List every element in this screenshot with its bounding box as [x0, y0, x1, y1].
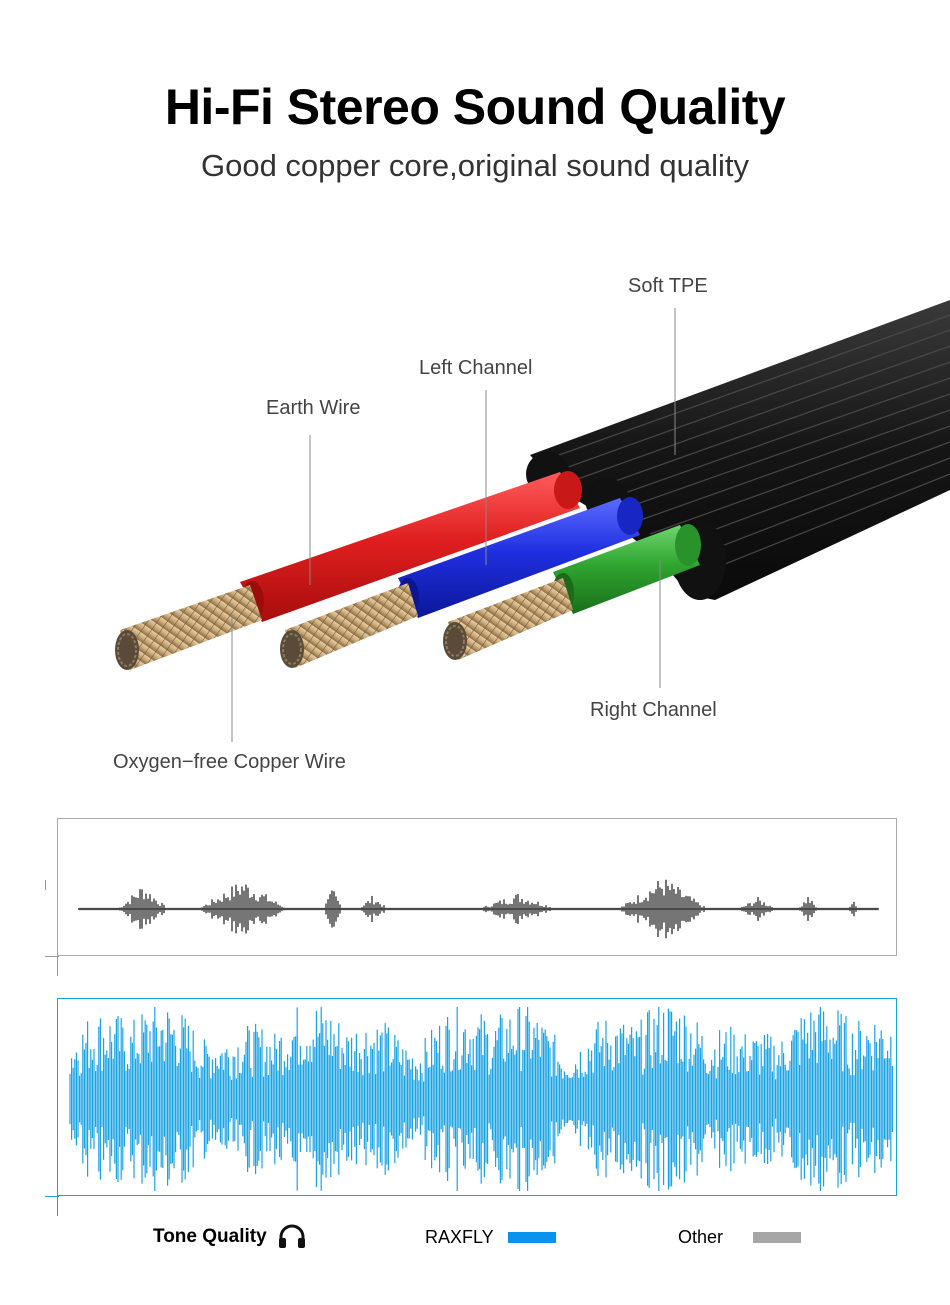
right-channel-wire [443, 524, 701, 660]
raxfly-waveform [69, 1007, 894, 1191]
left-channel-wire [280, 497, 643, 668]
other-label: Other [678, 1226, 724, 1247]
callout-lines [231, 308, 676, 742]
grey-corner-tick [45, 880, 46, 890]
label-earth-wire: Earth Wire [266, 397, 361, 419]
tone-quality-label: Tone Quality [153, 1226, 267, 1247]
other-waveform [78, 879, 879, 939]
legend-other: Other [678, 1222, 802, 1252]
tpe-jacket [526, 300, 950, 600]
legend-raxfly: RAXFLY [425, 1222, 556, 1252]
blue-corner-tick [45, 1196, 59, 1197]
label-right-channel: Right Channel [590, 699, 717, 721]
grey-corner-tick [57, 956, 58, 976]
label-left-channel: Left Channel [419, 357, 533, 379]
legend-tone-quality: Tone Quality [153, 1222, 307, 1252]
raxfly-waveform-panel [57, 998, 897, 1196]
grey-corner-tick [45, 956, 59, 957]
label-soft-tpe: Soft TPE [628, 275, 708, 297]
blue-corner-tick [57, 1196, 58, 1216]
earth-wire [115, 471, 582, 670]
other-waveform-panel [57, 818, 897, 956]
raxfly-label: RAXFLY [425, 1226, 494, 1247]
label-copper-wire: Oxygen−free Copper Wire [113, 751, 346, 773]
raxfly-swatch [507, 1231, 556, 1243]
other-swatch [753, 1231, 802, 1243]
page-subtitle: Good copper core,original sound quality [200, 148, 749, 183]
cable-illustration [115, 300, 950, 742]
page-title: Hi-Fi Stereo Sound Quality [164, 79, 786, 135]
headphones-icon [277, 1224, 307, 1250]
cable-diagram: Soft TPE Left Channel Earth Wire Right C… [0, 260, 950, 800]
